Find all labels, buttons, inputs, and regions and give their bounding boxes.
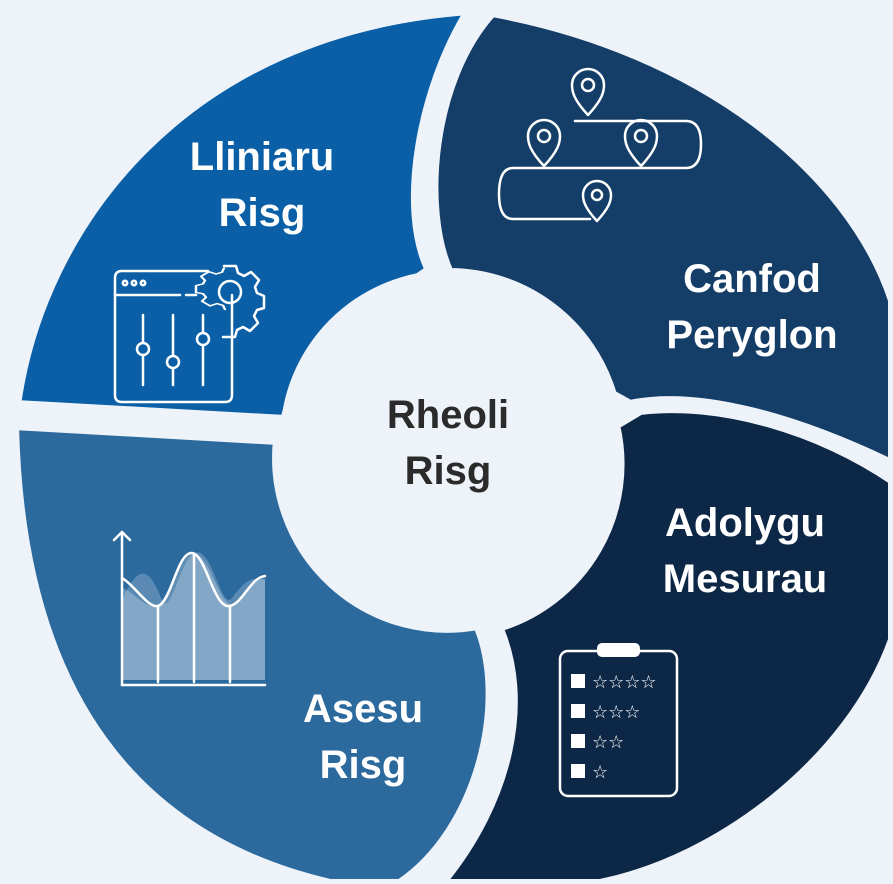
label-identify-line1: Canfod: [683, 257, 821, 301]
segment-assess: [8, 419, 496, 884]
label-assess-line1: Asesu: [302, 687, 424, 731]
route-pins-icon: [497, 67, 703, 223]
label-review-line1: Adolygu: [665, 501, 825, 545]
center-circle: [280, 270, 620, 610]
area-chart-icon: [112, 530, 267, 687]
label-mitigation-line2: Risg: [218, 191, 306, 235]
svg-text:☆☆: ☆☆: [592, 732, 624, 753]
center-title-line1: Rheoli: [386, 393, 510, 437]
svg-text:☆☆☆: ☆☆☆: [592, 702, 640, 723]
settings-sliders-icon: [113, 264, 266, 404]
label-review: Adolygu Mesurau: [663, 495, 828, 607]
center-title: Rheoli Risg: [387, 387, 509, 499]
svg-text:☆: ☆: [592, 762, 608, 783]
label-assess-line2: Risg: [319, 743, 407, 787]
label-mitigation: Lliniaru Risg: [190, 129, 334, 241]
label-identify: Canfod Peryglon: [666, 251, 837, 363]
label-review-line2: Mesurau: [662, 557, 828, 601]
rating-clipboard-icon: ☆☆☆☆ ☆☆☆ ☆☆ ☆: [558, 643, 679, 798]
label-assess: Asesu Risg: [303, 681, 423, 793]
segment-identify: [428, 6, 893, 471]
svg-text:☆☆☆☆: ☆☆☆☆: [592, 672, 657, 693]
center-title-line2: Risg: [404, 449, 492, 493]
label-identify-line2: Peryglon: [666, 313, 838, 357]
segment-review: [433, 403, 893, 884]
label-mitigation-line1: Lliniaru: [189, 135, 335, 179]
